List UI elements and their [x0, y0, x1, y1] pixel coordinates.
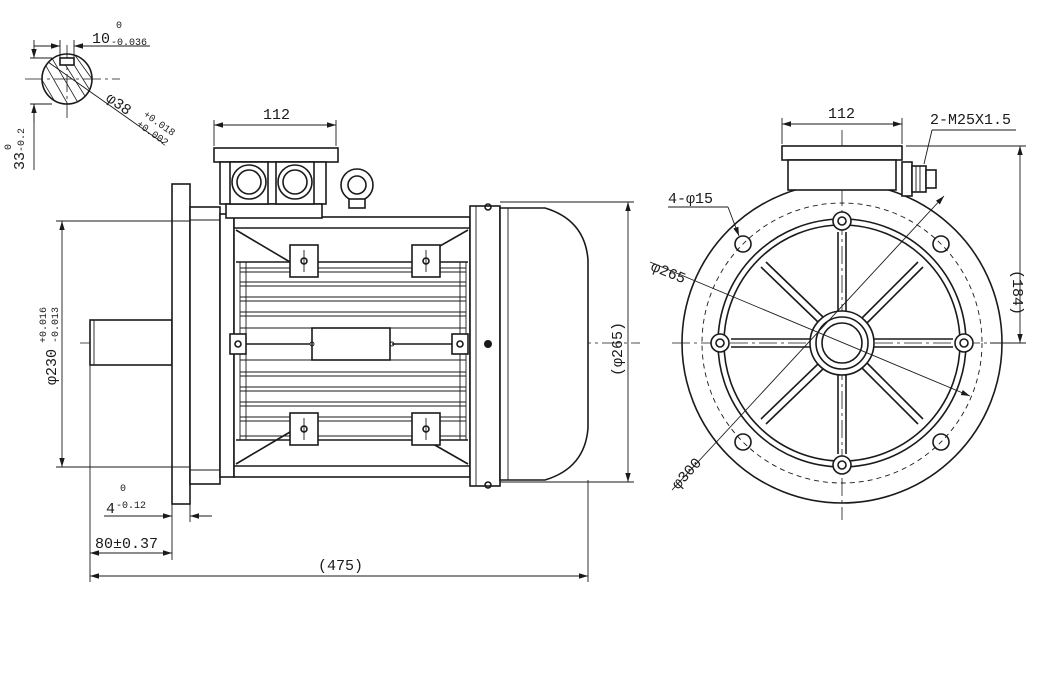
terminal-box-width-end-label: 112 [828, 106, 855, 123]
keyway-width-upper: 0 [116, 21, 122, 32]
bolt-boss-group [710, 211, 974, 475]
shaft-diameter-label: φ38 [102, 90, 134, 119]
shaft-length-label: 80±0.37 [95, 536, 158, 553]
pitch-circle-label: φ265 [648, 259, 688, 288]
spigot-depth-lower: -0.12 [116, 501, 146, 512]
keyway-width-label: 10 [92, 31, 110, 48]
shaft-section-view: 10 0 -0.036 33 0 -0.2 φ38 +0.018 +0.002 [4, 21, 176, 170]
terminal-box-width-side-label: 112 [263, 107, 290, 124]
keyway-width-lower: -0.036 [111, 38, 147, 49]
motor-height-label: (φ265) [610, 322, 627, 376]
flange-hole-group [734, 235, 950, 451]
key-height-lower: -0.2 [17, 128, 28, 152]
side-view: 112 φ230 +0.016 -0.013 (φ265) 4 0 -0.12 … [39, 107, 640, 582]
spigot-diameter-lower: -0.013 [51, 307, 62, 343]
key-height-label: 33 [12, 152, 29, 170]
end-view: 112 2-M25X1.5 (184) 4-φ15 φ265 φ300 [648, 106, 1026, 520]
spigot-diameter-upper: +0.016 [39, 307, 50, 343]
axis-height-label: (184) [1008, 270, 1025, 315]
spigot-depth-upper: 0 [120, 484, 126, 495]
spigot-diameter-label: φ230 [44, 349, 61, 385]
mounting-pad-group [289, 244, 441, 446]
flange-holes-label: 4-φ15 [668, 191, 713, 208]
flange-outer-label: φ300 [669, 455, 706, 493]
spigot-depth-label: 4 [106, 501, 115, 518]
overall-length-label: (475) [318, 558, 363, 575]
key-height-upper: 0 [4, 144, 15, 150]
cable-gland-label: 2-M25X1.5 [930, 112, 1011, 129]
